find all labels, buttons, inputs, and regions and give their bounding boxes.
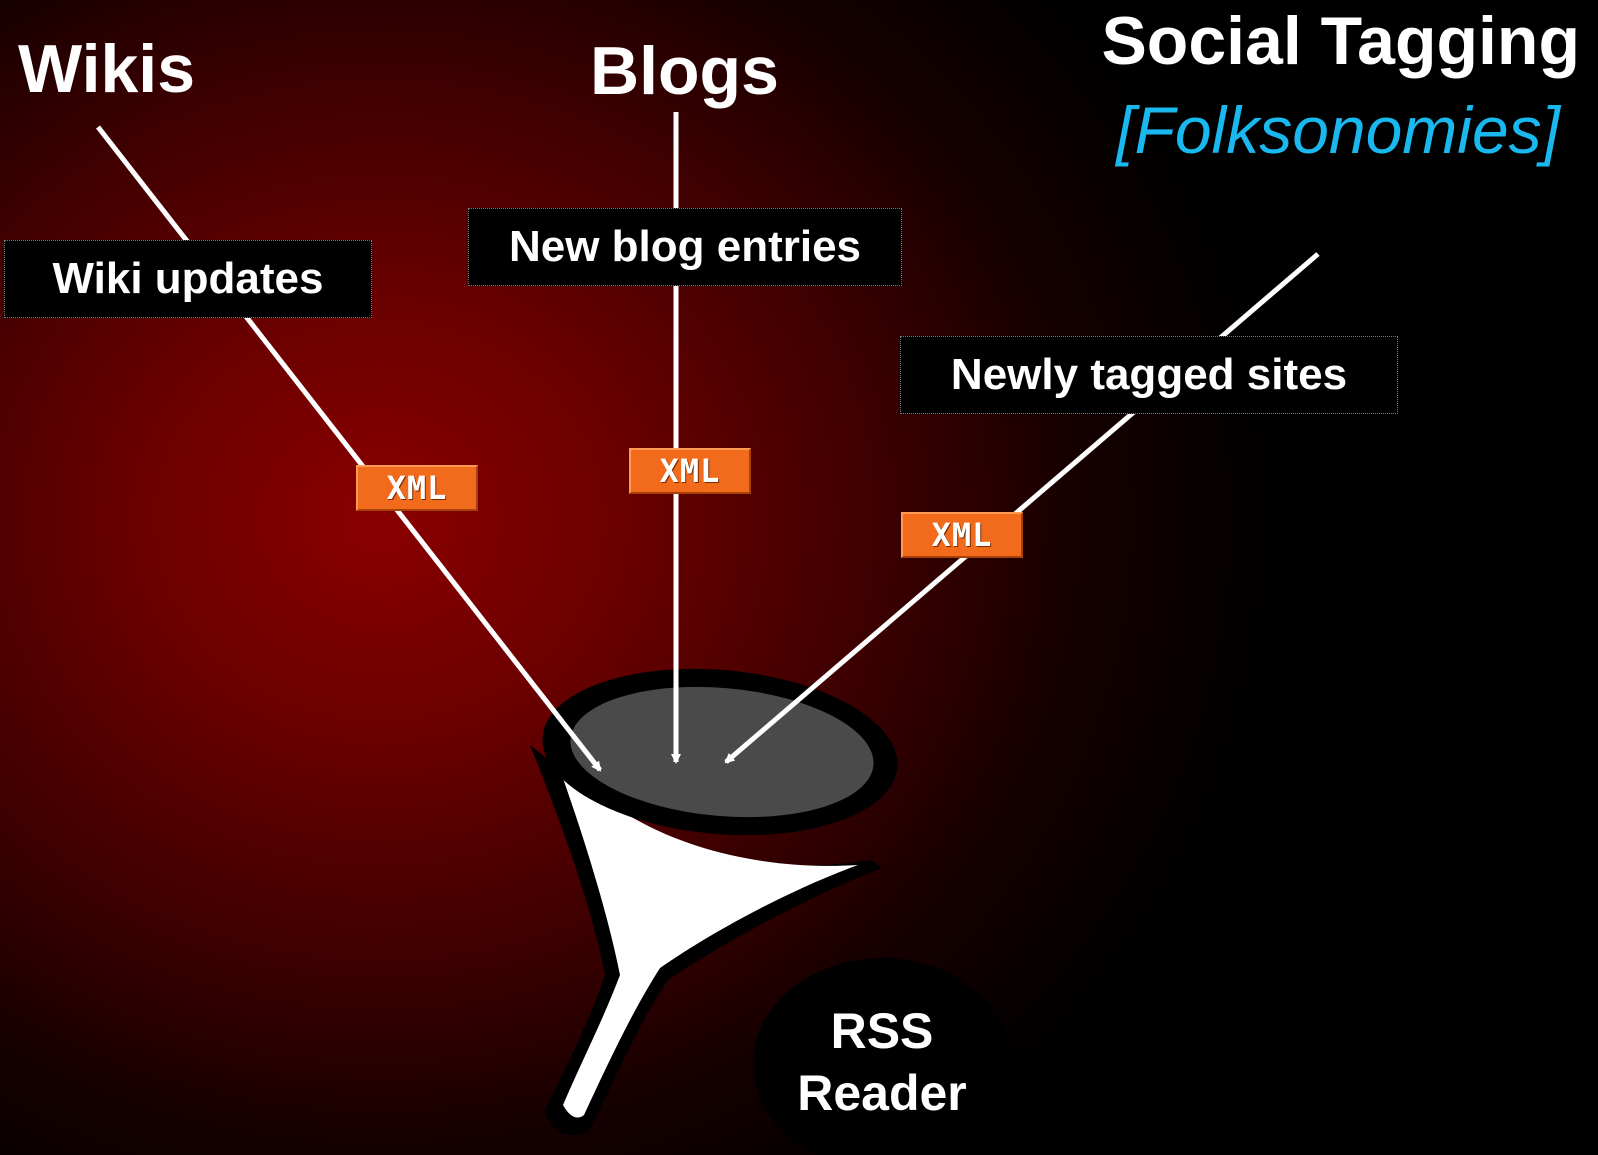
blogs-xml-badge: XML xyxy=(629,448,751,494)
folksonomies-subtitle: [Folksonomies] xyxy=(1116,93,1560,167)
rss-reader-line1: RSS xyxy=(830,1003,934,1059)
wikis-title: Wikis xyxy=(18,31,196,107)
wikis-xml-badge: XML xyxy=(356,465,478,511)
wikis-arrow xyxy=(96,125,602,772)
rss-reader-node: RSS Reader xyxy=(753,958,1011,1155)
social-tagging-xml-badge: XML xyxy=(901,512,1023,558)
social-tagging-title: Social Tagging xyxy=(1101,3,1580,79)
funnel-icon xyxy=(530,668,898,1135)
newly-tagged-sites-label: Newly tagged sites xyxy=(900,336,1398,414)
new-blog-entries-label: New blog entries xyxy=(468,208,902,286)
social-tagging-arrow xyxy=(724,252,1320,764)
rss-reader-line2: Reader xyxy=(797,1065,967,1121)
blogs-title: Blogs xyxy=(590,33,779,109)
wiki-updates-label: Wiki updates xyxy=(4,240,372,318)
funnel-mouth xyxy=(570,686,874,818)
funnel-body xyxy=(560,770,858,1118)
